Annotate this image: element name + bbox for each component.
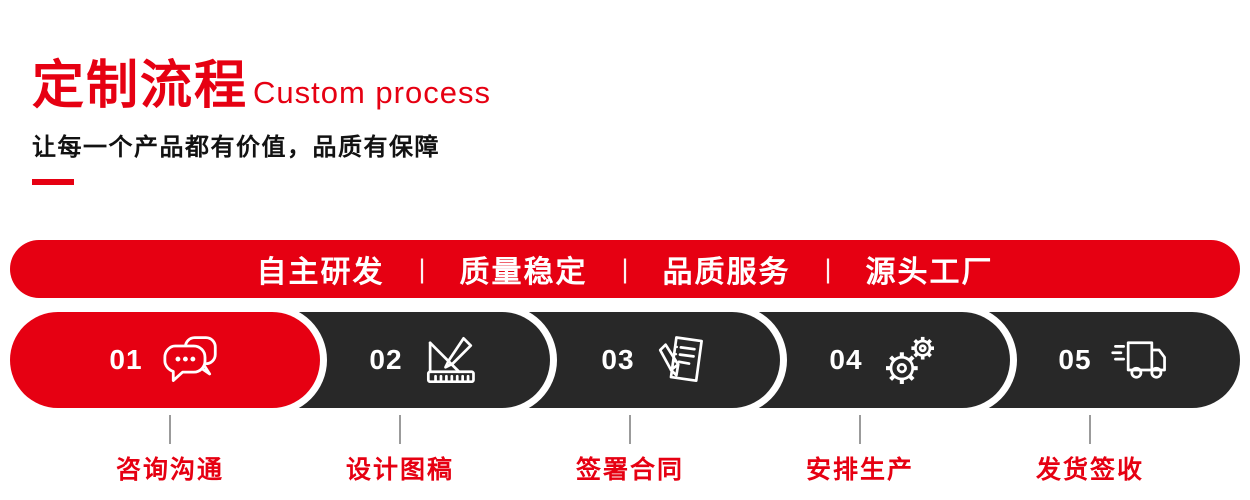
banner-separator: |	[418, 253, 426, 284]
process-steps: 01 02	[10, 312, 1240, 408]
step-label-col: 签署合同	[515, 410, 745, 486]
features-banner: 自主研发 | 质量稳定 | 品质服务 | 源头工厂	[10, 240, 1240, 298]
step-labels-row: 咨询沟通 设计图稿 签署合同 安排生产 发货签收	[55, 410, 1205, 486]
step-label: 发货签收	[1035, 456, 1144, 484]
connector-line	[1089, 410, 1091, 444]
step-pill-consult: 01	[10, 312, 320, 408]
connector-line	[399, 410, 401, 444]
step-label-col: 咨询沟通	[55, 410, 285, 486]
step-label: 安排生产	[805, 456, 914, 484]
step-label-col: 发货签收	[975, 410, 1205, 486]
step-label-col: 安排生产	[745, 410, 975, 486]
banner-separator: |	[824, 253, 832, 284]
title-underline	[32, 179, 74, 185]
banner-separator: |	[621, 253, 629, 284]
banner-item: 品质服务	[662, 256, 791, 289]
step-label: 设计图稿	[345, 456, 454, 484]
step-label: 签署合同	[575, 456, 684, 484]
step-number: 03	[601, 344, 635, 375]
section-header: 定制流程 Custom process 让每一个产品都有价值，品质有保障	[32, 60, 491, 185]
connector-line	[859, 410, 861, 444]
section-subtitle: 让每一个产品都有价值，品质有保障	[32, 134, 440, 161]
step-label-col: 设计图稿	[285, 410, 515, 486]
ruler-pencil-icon	[421, 332, 479, 388]
connector-line	[629, 410, 631, 444]
delivery-truck-icon	[1110, 333, 1170, 387]
title-row: 定制流程 Custom process	[32, 60, 491, 112]
page-title-cn: 定制流程	[32, 57, 249, 115]
step-number: 02	[369, 344, 403, 375]
banner-item: 源头工厂	[865, 256, 994, 289]
page-title-en: Custom process	[253, 75, 491, 110]
banner-item: 质量稳定	[459, 256, 588, 289]
step-number: 04	[829, 344, 863, 375]
contract-pen-icon	[653, 332, 707, 388]
step-label: 咨询沟通	[115, 456, 224, 484]
connector-line	[169, 410, 171, 444]
step-number: 01	[109, 344, 143, 375]
chat-bubbles-icon	[161, 332, 221, 388]
banner-item: 自主研发	[256, 256, 385, 289]
gears-icon	[881, 331, 939, 389]
step-number: 05	[1058, 344, 1092, 375]
